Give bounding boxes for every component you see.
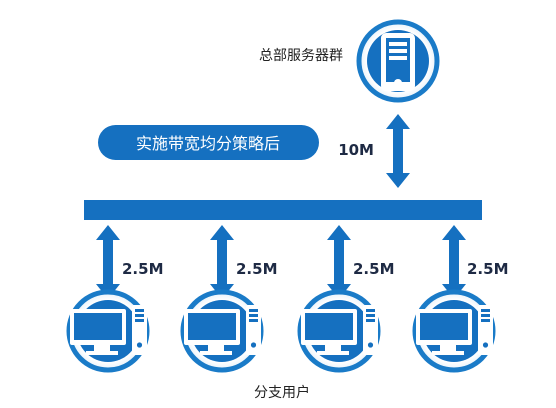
strategy-badge: 实施带宽均分策略后 [98,125,319,160]
branch-link-arrow [210,225,234,299]
branch-link-2: 2.5M [180,225,278,373]
branch-link-4: 2.5M [412,225,509,373]
network-bus-bar [84,200,482,220]
branch-user-node [66,289,150,373]
strategy-badge-label: 实施带宽均分策略后 [136,134,280,153]
branch-link-arrow [96,225,120,299]
server-group-label: 总部服务器群 [259,48,343,64]
branch-users-label: 分支用户 [254,384,310,401]
uplink-bandwidth-label: 10M [338,141,374,159]
branch-user-node [180,289,264,373]
strategy-badge-pill [98,125,319,160]
branch-link-arrow [442,225,466,299]
branch-user-node [297,289,381,373]
branch-link-1: 2.5M [66,225,164,373]
branch-bandwidth-label: 2.5M [236,260,278,278]
server-tower-icon [381,33,415,91]
branch-user-node [412,289,496,373]
branch-bandwidth-label: 2.5M [122,260,164,278]
branch-link-3: 2.5M [297,225,395,373]
branch-bandwidth-label: 2.5M [467,260,509,278]
uplink-arrow [386,114,410,188]
branch-bandwidth-label: 2.5M [353,260,395,278]
branch-link-arrow [327,225,351,299]
server-group-node: 总部服务器群 [259,19,440,103]
